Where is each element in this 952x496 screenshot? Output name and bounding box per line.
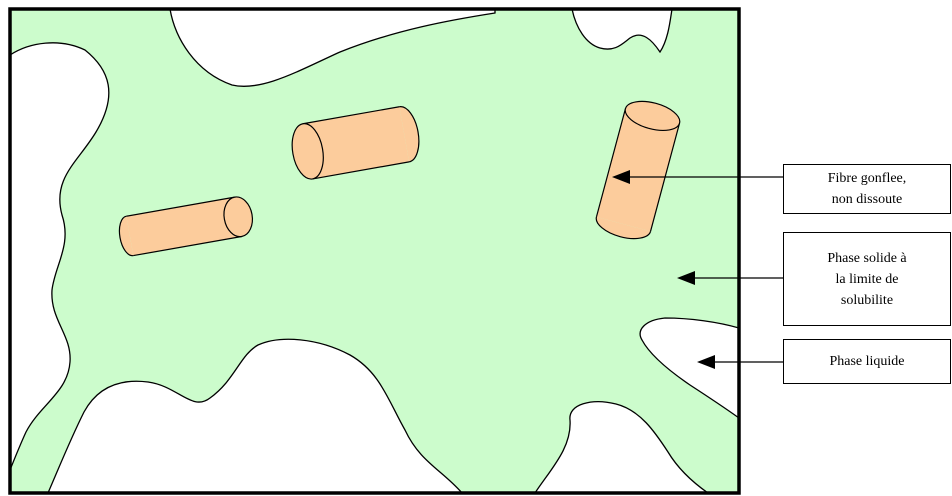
label-box-liquide: Phase liquide <box>783 339 951 384</box>
label-box-fibre: Fibre gonflee, non dissoute <box>783 164 951 214</box>
label-liquide: Phase liquide <box>829 351 904 372</box>
label-fibre: Fibre gonflee, non dissoute <box>828 168 907 210</box>
label-box-solide: Phase solide à la limite de solubilite <box>783 232 951 326</box>
label-solide: Phase solide à la limite de solubilite <box>827 248 906 311</box>
